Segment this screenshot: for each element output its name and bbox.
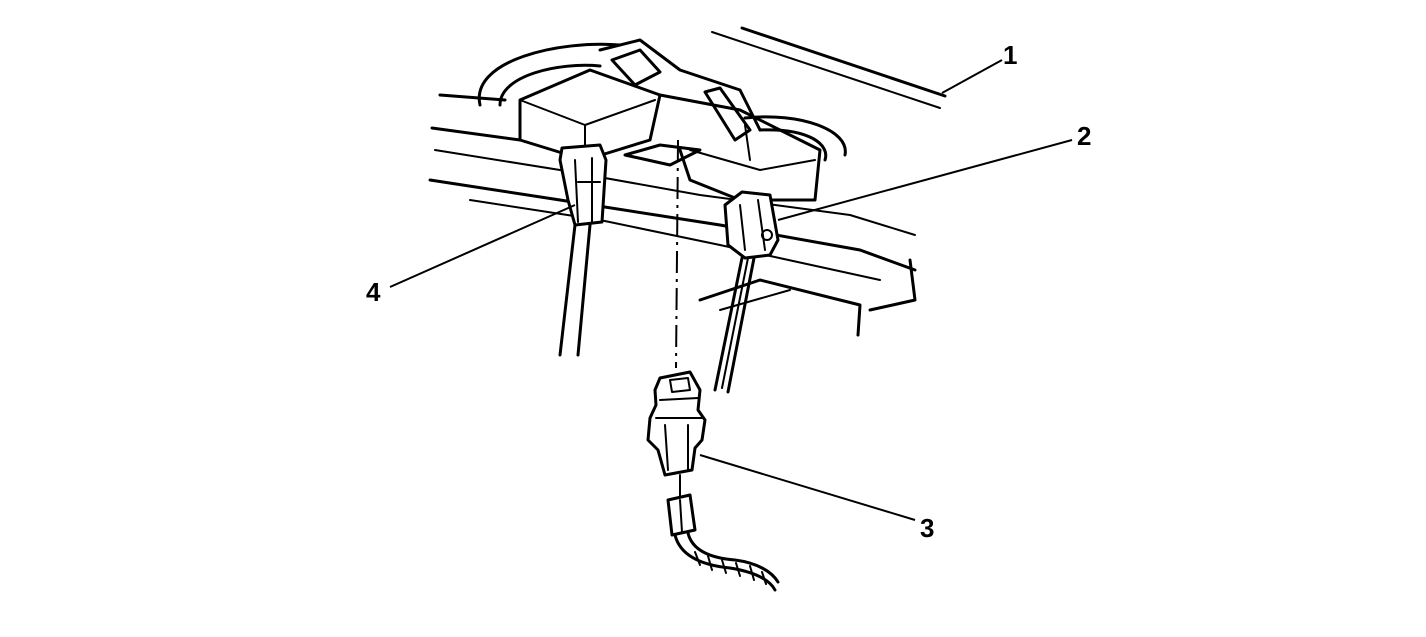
leader-lines [389,59,1073,521]
alignment-line [675,139,679,369]
roof-panel [711,26,947,109]
callout-2: 2 [1077,121,1091,151]
lamp-housing [518,38,822,202]
connector-2 [713,190,780,394]
callout-1: 1 [1003,40,1017,70]
bulb-socket-3 [646,370,780,592]
leader-4 [389,204,576,288]
leader-3 [699,454,916,521]
callout-4: 4 [366,277,381,307]
connector-4 [558,143,608,357]
callout-3: 3 [920,513,934,543]
roof-bow [428,42,917,337]
leader-2 [777,139,1073,221]
leader-1 [941,59,1003,94]
